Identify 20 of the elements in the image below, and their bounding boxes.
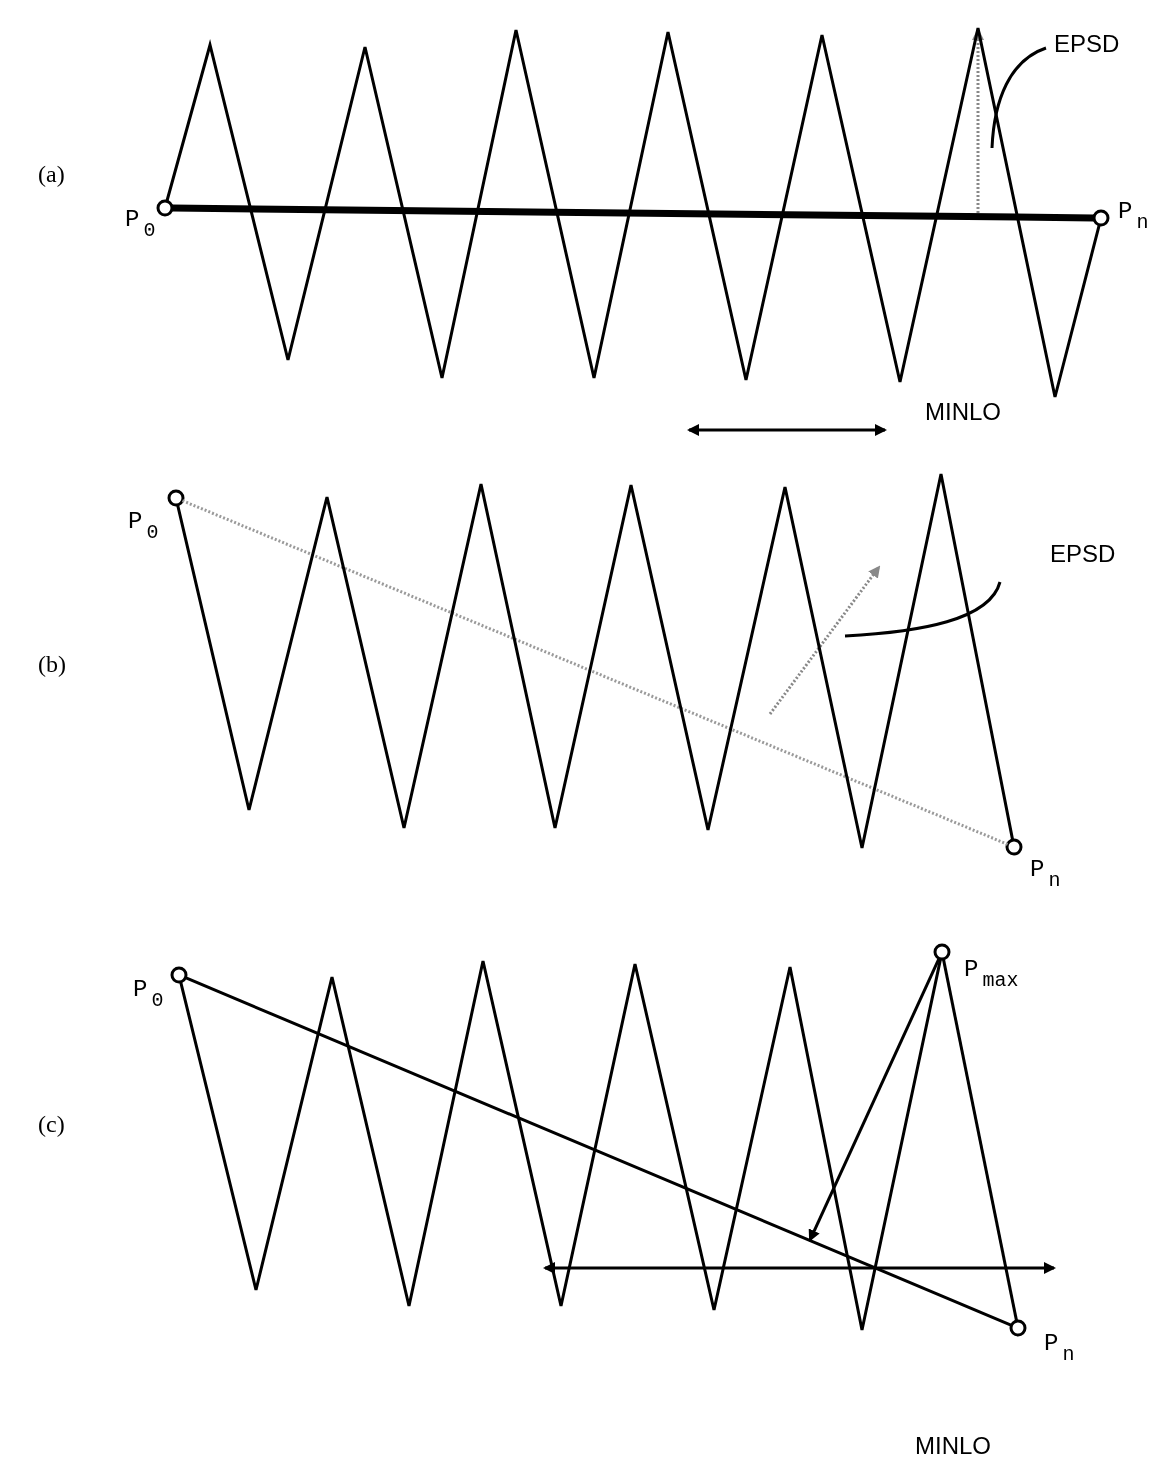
zigzag-line [941, 958, 1019, 1322]
point-label: P$_{n}$ [1030, 856, 1061, 885]
point-label: P$_{0}$ [125, 206, 156, 235]
connecting-line [171, 204, 1095, 222]
dimension-text: MINLO [925, 398, 1001, 426]
point-label: P$_{n}$ [1118, 198, 1149, 227]
panel-label: (a) [38, 160, 65, 188]
leader-line [844, 581, 1002, 638]
arrow [808, 957, 941, 1242]
dimension-text: MINLO [915, 1432, 991, 1460]
point-label: P$_{max}$ [964, 956, 1019, 985]
panel-label: (c) [38, 1110, 65, 1138]
callout-text: EPSD [1050, 540, 1116, 568]
callout-text: EPSD [1054, 30, 1120, 58]
leader-line [990, 46, 1047, 149]
zigzag-line [165, 26, 1101, 399]
point-label: P$_{n}$ [1044, 1330, 1075, 1359]
panel-label: (b) [38, 650, 66, 678]
point-label: P$_{0}$ [133, 976, 164, 1005]
point-label: P$_{0}$ [128, 508, 159, 537]
